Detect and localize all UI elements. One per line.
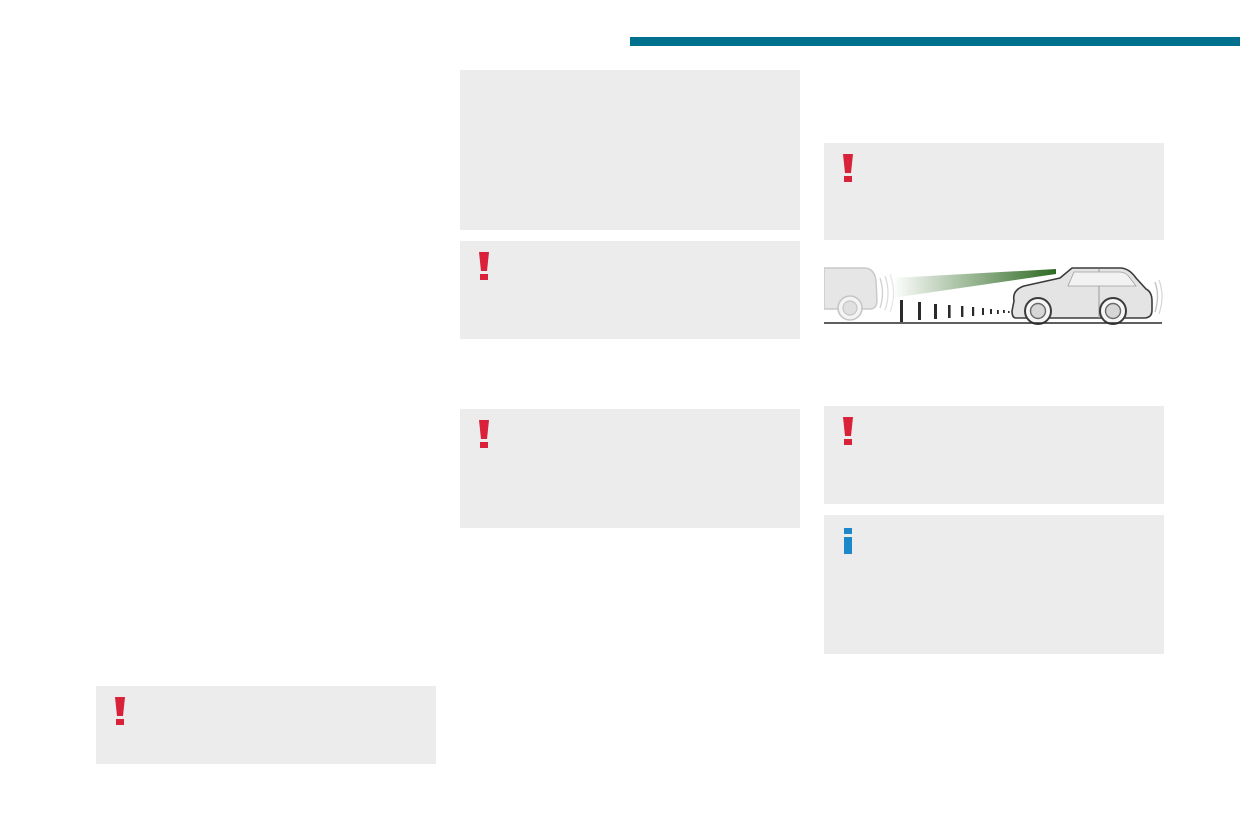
sensor-beam-icon: [892, 269, 1056, 298]
distance-markers-icon: [900, 300, 1010, 322]
warning-note: [96, 686, 436, 764]
warning-icon: [115, 697, 125, 725]
distance-sensor-illustration: [824, 267, 1163, 325]
warning-note: [460, 241, 800, 339]
warning-icon: [479, 420, 489, 448]
grey-panel: [460, 70, 800, 230]
warning-note: [824, 406, 1164, 504]
warning-icon: [843, 154, 853, 182]
info-icon: [844, 528, 852, 554]
leading-vehicle-icon: [824, 267, 895, 321]
warning-icon: [479, 252, 489, 280]
warning-note: [824, 143, 1164, 240]
info-note: [824, 515, 1164, 654]
warning-note: [460, 409, 800, 528]
warning-icon: [843, 417, 853, 445]
header-bar: [630, 37, 1240, 46]
following-vehicle-icon: [1011, 267, 1163, 325]
